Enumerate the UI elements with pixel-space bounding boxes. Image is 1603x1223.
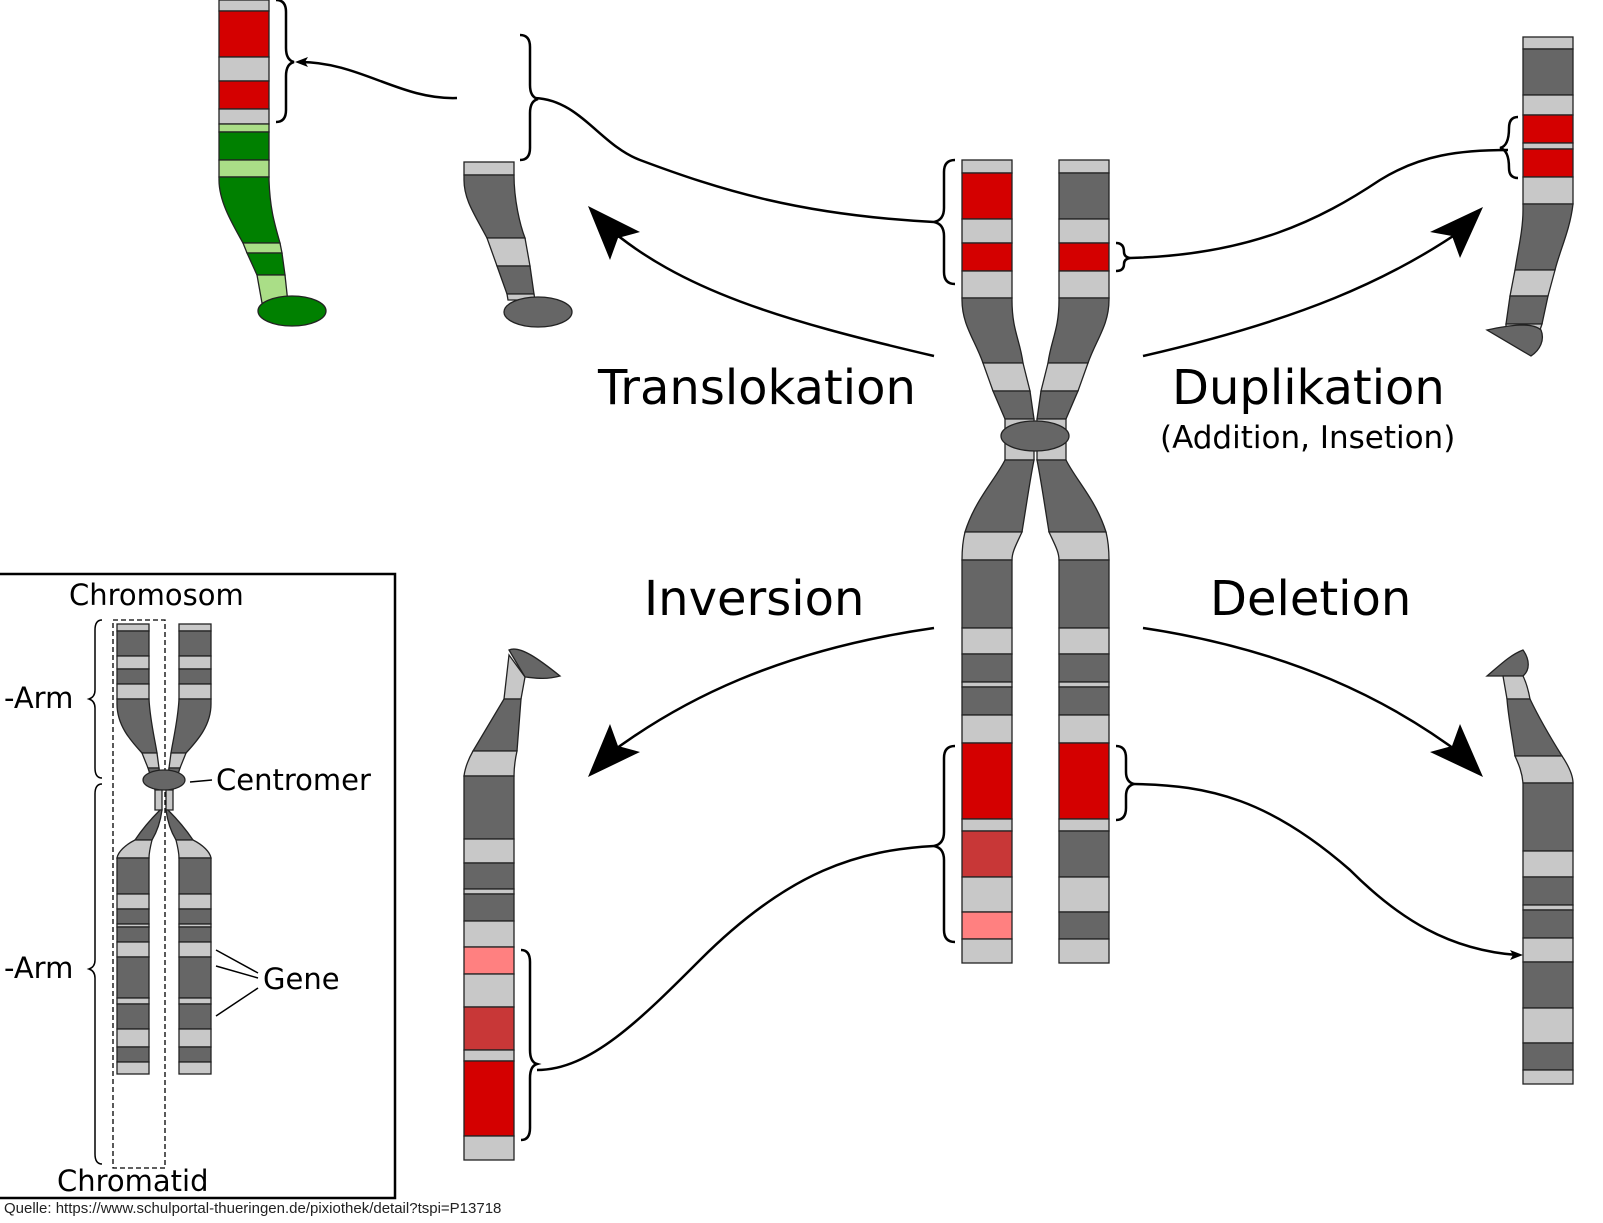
legend-q-arm: -Arm bbox=[4, 951, 73, 985]
small-arrowhead-icon bbox=[1510, 950, 1523, 960]
connector-duplication bbox=[1129, 148, 1509, 260]
brace-inversion-target bbox=[520, 948, 542, 1142]
gene-pointer bbox=[215, 949, 259, 974]
gene-band-red bbox=[961, 742, 1013, 820]
chromatid-outline bbox=[112, 619, 166, 1169]
brace-deletion-source bbox=[1115, 744, 1135, 822]
centromere-pointer bbox=[189, 779, 213, 783]
deletion-result bbox=[1485, 649, 1574, 1085]
gene-band-red bbox=[961, 242, 1013, 272]
duplication-result bbox=[1485, 36, 1574, 357]
brace-translocation-target bbox=[275, 0, 295, 124]
gene-band-red bbox=[463, 1060, 515, 1137]
centromere bbox=[503, 296, 573, 328]
small-arrowhead-icon bbox=[295, 57, 308, 67]
brace-translocation-removed bbox=[519, 33, 539, 162]
gene-band-red bbox=[1522, 148, 1574, 178]
legend-centromere bbox=[142, 769, 186, 791]
brace-duplication-source bbox=[1115, 241, 1131, 273]
connector-translocation-target bbox=[299, 60, 458, 100]
arrow-deletion bbox=[1142, 626, 1466, 758]
brace-q-arm bbox=[86, 783, 103, 1165]
arrowhead-icon bbox=[1430, 207, 1483, 258]
arrowhead-icon bbox=[588, 724, 640, 777]
central-chromosome bbox=[933, 158, 1135, 964]
gene-band-red bbox=[1522, 114, 1574, 144]
arrow-duplication bbox=[1142, 226, 1466, 358]
gene-band-mid-red bbox=[463, 1006, 515, 1051]
legend-chromatid-label: Chromatid bbox=[57, 1164, 209, 1198]
inversion-result bbox=[463, 648, 562, 1161]
connectors bbox=[295, 57, 1523, 1072]
gene-band-pink bbox=[463, 946, 515, 975]
gene-band-red bbox=[218, 10, 270, 58]
gene-pointer bbox=[215, 987, 259, 1017]
brace-inversion-source bbox=[933, 744, 956, 944]
connector-inversion bbox=[536, 844, 935, 1072]
gene-band-mid-red bbox=[961, 830, 1013, 878]
gene-pointer bbox=[215, 965, 259, 979]
left-chromatid bbox=[961, 159, 1035, 964]
brace-translocation-source bbox=[933, 158, 956, 286]
gene-band-pink bbox=[961, 911, 1013, 940]
source-credit: Quelle: https://www.schulportal-thuering… bbox=[4, 1200, 502, 1217]
arrowhead-icon bbox=[588, 206, 640, 260]
arrow-inversion bbox=[604, 626, 935, 758]
centromere bbox=[1000, 420, 1070, 452]
connector-deletion bbox=[1133, 782, 1518, 957]
legend-p-arm: -Arm bbox=[4, 681, 73, 715]
legend-title: Chromosom bbox=[69, 578, 244, 612]
legend-right-chromatid bbox=[165, 623, 212, 1075]
arrowhead-icon bbox=[1430, 724, 1483, 777]
label-duplication-sub: (Addition, Insetion) bbox=[1160, 420, 1455, 456]
brace-duplication-target bbox=[1499, 115, 1519, 180]
right-chromatid bbox=[1036, 159, 1110, 964]
gene-band-red bbox=[218, 80, 270, 110]
connector-translocation bbox=[534, 96, 935, 224]
arrow-translocation bbox=[604, 224, 935, 358]
label-duplication: Duplikation bbox=[1172, 360, 1445, 416]
label-deletion: Deletion bbox=[1210, 571, 1411, 627]
legend-centromere-label: Centromer bbox=[216, 763, 371, 797]
centromere bbox=[257, 295, 327, 327]
gene-band-red bbox=[961, 172, 1013, 220]
brace-p-arm bbox=[86, 619, 103, 779]
label-translocation: Translokation bbox=[597, 360, 916, 416]
translocation-result bbox=[218, 0, 573, 328]
legend-genes-label: Gene bbox=[263, 962, 340, 996]
legend-box: Chromosom bbox=[0, 572, 397, 1200]
label-inversion: Inversion bbox=[644, 571, 864, 627]
gene-band-red bbox=[1058, 742, 1110, 820]
gene-band-red bbox=[1058, 242, 1110, 272]
